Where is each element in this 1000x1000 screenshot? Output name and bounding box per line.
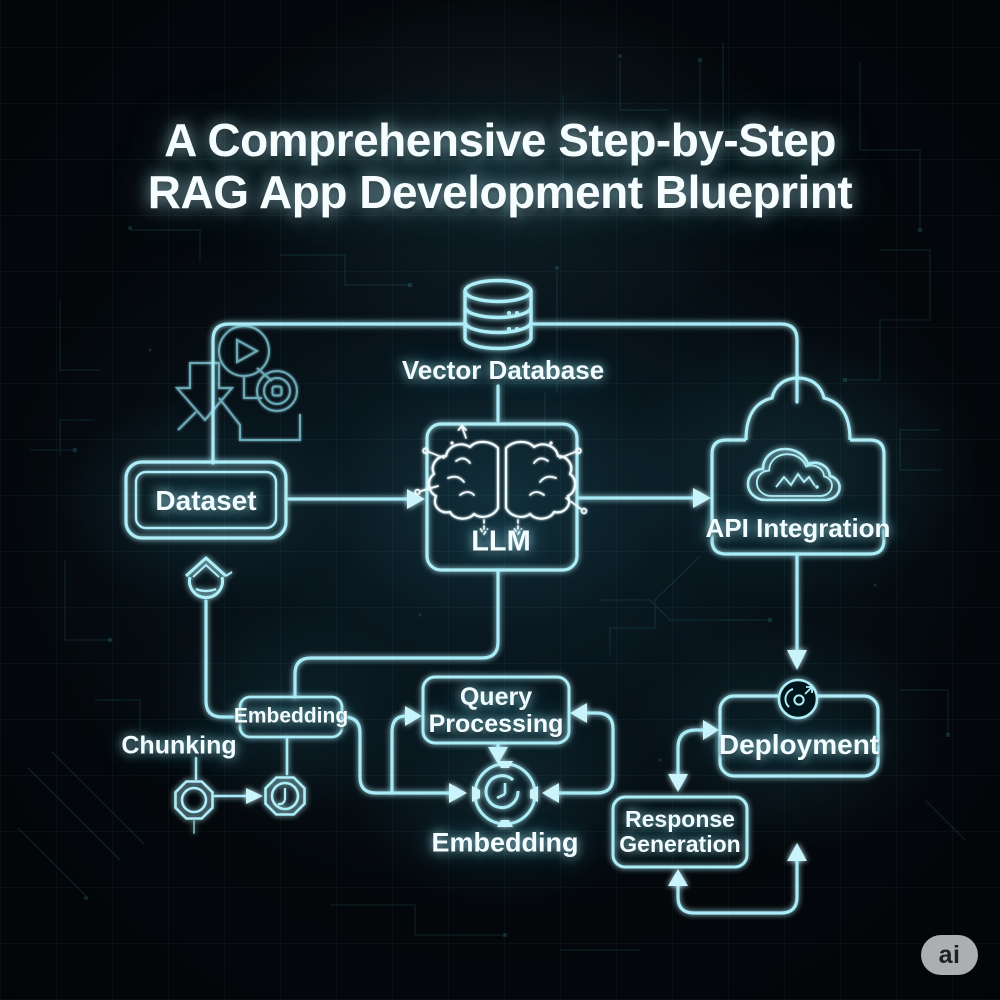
llm-box <box>425 422 579 572</box>
cloud-icon <box>746 447 841 502</box>
wire-vectordb-to-api <box>532 322 799 404</box>
rocket-circle-icon <box>777 678 819 720</box>
wire-branch-to-query-processing <box>390 706 422 795</box>
poster-title-line1: A Comprehensive Step-by-Step <box>164 114 836 166</box>
api-integration-box <box>710 376 886 556</box>
response-generation-label: Response Generation <box>619 807 740 857</box>
embedding-bottom-label: Embedding <box>431 827 579 858</box>
response-generation-line2: Generation <box>619 831 741 857</box>
deployment-label: Deployment <box>718 728 880 760</box>
chunking-label: Chunking <box>121 731 237 760</box>
wire-llm-to-embedding <box>293 570 500 699</box>
response-generation-line1: Response <box>625 806 735 833</box>
api-integration-label: API Integration <box>705 512 891 543</box>
wire-api-to-deployment <box>787 554 807 670</box>
query-processing-label: Query Processing <box>429 684 564 738</box>
wire-dataset-to-vectordb <box>211 322 466 465</box>
wire-query-processing-to-clock <box>488 743 508 764</box>
query-processing-line1: Query <box>459 683 533 711</box>
gear-pointer-icon <box>264 776 306 816</box>
wire-embedding-to-clock <box>342 715 467 803</box>
query-processing-box <box>421 675 571 745</box>
connector-wires <box>193 322 807 915</box>
dataset-box <box>124 460 288 540</box>
database-cylinder-icon <box>463 278 533 351</box>
node-shapes <box>124 278 886 869</box>
background-circuit-traces <box>17 42 966 951</box>
wire-dataset-to-llm <box>287 489 425 509</box>
clock-icon <box>472 761 538 827</box>
wire-clock-query-loop <box>542 703 615 803</box>
house-icon <box>184 555 233 600</box>
llm-label: LLM <box>471 525 531 558</box>
wire-responsegen-deployment <box>668 720 719 792</box>
vector-database-label: Vector Database <box>401 354 605 385</box>
embedding-box <box>238 695 344 739</box>
query-processing-line2: Processing <box>428 710 564 738</box>
wire-responsegen-feedback-loop <box>668 843 807 915</box>
wire-chunking-stubs <box>193 737 289 834</box>
brain-icon <box>414 424 588 536</box>
wire-house-to-embedding <box>204 599 240 719</box>
media-ingest-icon <box>174 325 301 441</box>
ai-watermark-badge: ai <box>921 935 978 975</box>
wire-llm-to-api <box>577 488 711 508</box>
gear-icon <box>174 780 214 820</box>
poster-title-line2: RAG App Development Blueprint <box>147 166 853 218</box>
response-generation-box <box>611 795 749 869</box>
embedding-left-label: Embedding <box>233 704 349 728</box>
dataset-label: Dataset <box>155 484 257 516</box>
